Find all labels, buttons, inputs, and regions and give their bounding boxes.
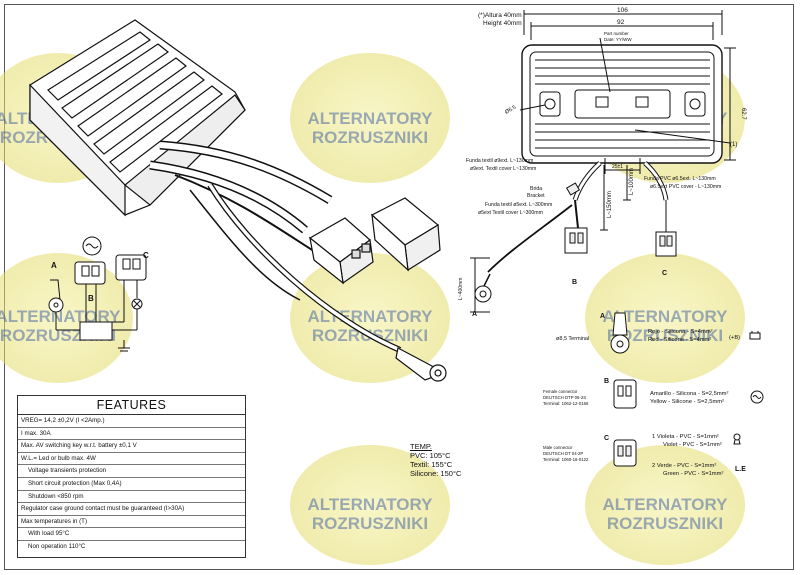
feature-row: Voltage transients protection	[18, 465, 245, 478]
schematic-labels: A B C	[51, 251, 149, 303]
len150-label: L~150mm	[607, 191, 613, 218]
part-number-label: Part number	[604, 31, 629, 36]
pvc-es: Funda PVC ø6.5ext. L~130mm	[644, 176, 716, 182]
drawing-label-a: A	[472, 311, 477, 318]
schematic-label-b: B	[88, 294, 94, 303]
legend-b-label: B	[604, 378, 609, 385]
width-inner: 92	[617, 19, 625, 26]
feature-row: Max. AV switching key w.r.t. battery ±0,…	[18, 440, 245, 453]
legend-c-conn3: Terminal: 1060-16-0122	[543, 457, 589, 462]
feature-row: Shutdown <850 rpm	[18, 491, 245, 504]
regulator-top-view	[519, 10, 736, 174]
drawing-label-c: C	[662, 270, 667, 277]
pin-pitch: 25±1	[612, 164, 623, 170]
wiring-schematic	[48, 236, 147, 352]
pvc-en: ø6.5ext PVC cover - L~130mm	[650, 184, 721, 190]
wm-line: ALTERNATORY	[308, 495, 434, 514]
date-label: Date: YY/WW	[604, 37, 632, 42]
legend-b-conn2: DEUTSCH DTP 06-2S	[543, 395, 586, 400]
len400-label: L~400mm	[458, 278, 464, 300]
cover1-es: Funda textil ø9ext. L~130mm	[466, 158, 533, 164]
legend-c-line3: 2 Verde - PVC - S=1mm²	[652, 463, 716, 469]
temp-pvc: PVC: 105°C	[410, 451, 451, 460]
legend-a-sign: (+B)	[729, 335, 740, 341]
legend-icons	[610, 312, 764, 467]
cover1-en: ø9ext. Textil cover L~130mm	[470, 166, 536, 172]
feature-row: W.L.= Led or bulb max. 4W	[18, 453, 245, 466]
drawing-label-b: B	[572, 279, 577, 286]
legend-text: A ø8,5 Terminal Rojo - Silicona - S=4mm²…	[543, 313, 746, 477]
wm-line: ALTERNATORY	[308, 307, 434, 326]
mark-note: (1)	[730, 142, 737, 148]
temperature-block: TEMP. PVC: 105°C Textil: 155°C Silicone:…	[410, 442, 461, 478]
legend-a-label: A	[600, 313, 605, 320]
legend-c-line4: Green - PVC - S=1mm²	[663, 471, 723, 477]
temp-silicone: Silicone: 150°C	[410, 469, 462, 478]
height-label-es: (*)Altura 40mm	[478, 12, 522, 19]
width-outer: 106	[617, 7, 628, 14]
terminal-label: ø8,5 Terminal	[556, 336, 589, 342]
feature-row: Short circuit protection (Max 0,4A)	[18, 478, 245, 491]
schematic-label-a: A	[51, 261, 57, 270]
len100-label: L~100mm	[629, 168, 635, 195]
regulator-cables	[470, 161, 677, 313]
legend-c-conn2: DEUTSCH DT 04-2P	[543, 451, 583, 456]
legend-c-line1: 1 Violeta - PVC - S=1mm²	[652, 434, 719, 440]
wm-line: ALTERNATORY	[603, 307, 729, 326]
feature-row: With load 95°C	[18, 528, 245, 541]
height-label-en: Height 40mm	[483, 20, 522, 27]
wm-line: ROZRUSZNIKI	[607, 326, 723, 345]
regulator-illustration	[29, 19, 447, 382]
wm-line: ROZRUSZNIKI	[607, 514, 723, 533]
cable-labels: Funda textil ø9ext. L~130mm ø9ext. Texti…	[458, 158, 721, 318]
bracket-en: Bracket	[527, 193, 545, 199]
hole-diameter: Ø6.5	[504, 105, 517, 116]
feature-row: Max temperatures in (T)	[18, 516, 245, 529]
legend-a-en: Red - Silicone - S=4mm²	[648, 337, 711, 343]
temp-textil: Textil: 155°C	[410, 460, 453, 469]
temp-title: TEMP.	[410, 442, 432, 451]
dimension-labels: (*)Altura 40mm Height 40mm 106 92 Part n…	[478, 7, 746, 170]
features-table: FEATURES VREG= 14,2 ±0,2V (I <2Amp.) I m…	[17, 395, 246, 558]
legend-c-line2: Violet - PVC - S=1mm²	[663, 442, 722, 448]
wm-line: ALTERNATORY	[0, 307, 121, 326]
feature-row: Non operation 110°C	[28, 542, 86, 550]
wm-line: ALTERNATORY	[603, 495, 729, 514]
schematic-label-c: C	[143, 251, 149, 260]
side-height: 62.7	[740, 108, 746, 120]
features-title: FEATURES	[18, 396, 245, 415]
legend-a-es: Rojo - Silicona - S=4mm²	[648, 329, 713, 335]
legend-c-le: L.E	[735, 466, 746, 473]
legend-c-label: C	[604, 435, 609, 442]
wm-line: ALTERNATORY	[308, 109, 434, 128]
legend-b-en: Yellow - Silicone - S=2,5mm²	[650, 399, 724, 405]
wm-line: ROZRUSZNIKI	[312, 514, 428, 533]
legend-c-conn1: Male connector	[543, 445, 573, 450]
legend-b-conn1: Female connector	[543, 389, 578, 394]
legend-b-es: Amarillo - Silicona - S=2,5mm²	[650, 391, 729, 397]
wm-line: ROZRUSZNIKI	[312, 128, 428, 147]
feature-row: Regulator case ground contact must be gu…	[18, 503, 245, 516]
feature-row: VREG= 14,2 ±0,2V (I <2Amp.)	[18, 415, 245, 428]
cover2-es: Funda textil ø5ext. L~300mm	[485, 202, 552, 208]
bracket-es: Brida	[530, 186, 542, 192]
cover2-en: ø5ext Textil cover L~300mm	[478, 210, 543, 216]
legend-b-conn3: Terminal: 1062-12-0166	[543, 401, 589, 406]
feature-row: I max. 30A	[18, 428, 245, 441]
